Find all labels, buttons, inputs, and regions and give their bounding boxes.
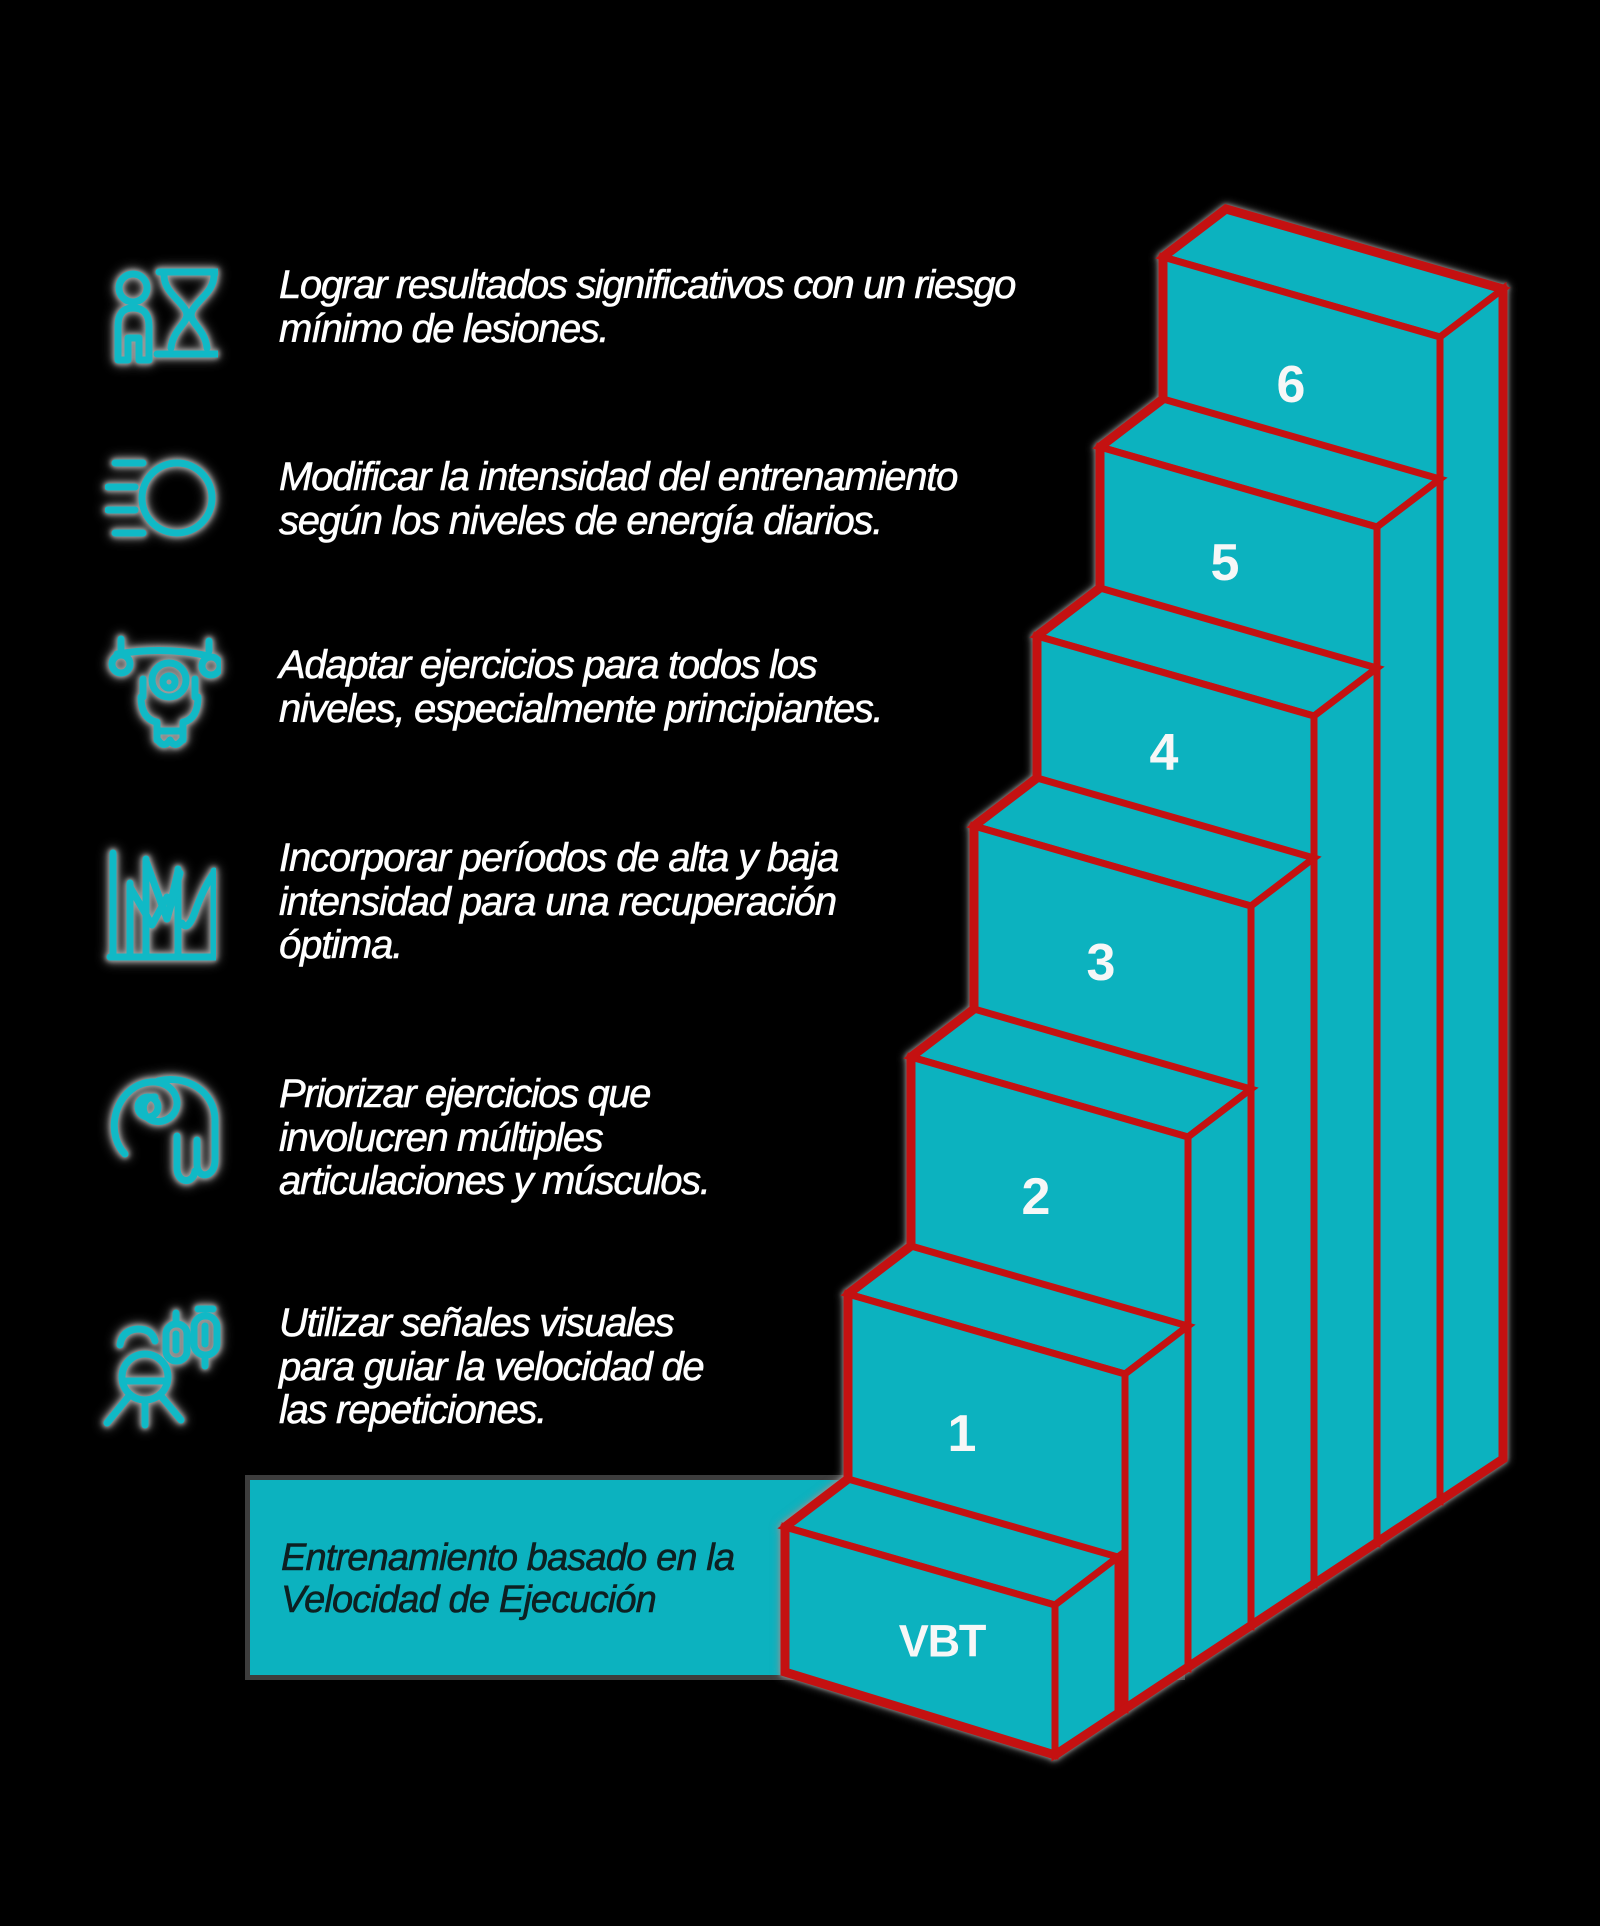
svg-text:3: 3 (1087, 934, 1116, 992)
svg-text:6: 6 (1277, 356, 1306, 414)
svg-text:VBT: VBT (899, 1616, 986, 1667)
svg-text:5: 5 (1211, 534, 1240, 592)
svg-text:1: 1 (948, 1405, 977, 1463)
svg-text:2: 2 (1022, 1168, 1051, 1226)
svg-text:4: 4 (1150, 724, 1179, 782)
